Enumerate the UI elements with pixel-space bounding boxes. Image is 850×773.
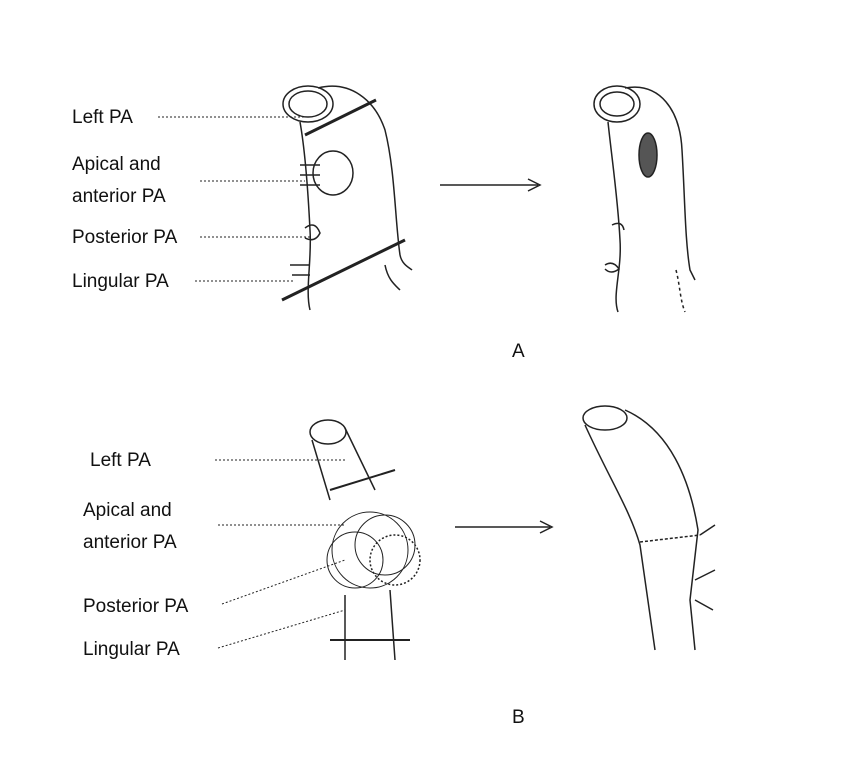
panel-a-vessel-before: [281, 85, 413, 311]
panel-a-vessel-after: [593, 85, 696, 313]
panel-b-label-apical-2: anterior PA: [83, 532, 177, 553]
panel-a-leader-lines: [158, 116, 310, 282]
panel-b-label-left-pa: Left PA: [90, 450, 151, 471]
panel-b-label-lingular-pa: Lingular PA: [83, 639, 180, 660]
panel-a-caption: A: [512, 341, 525, 362]
panel-b-vessel-before: [309, 419, 421, 661]
panel-b-caption: B: [512, 707, 525, 728]
panel-a-label-posterior-pa: Posterior PA: [72, 227, 178, 248]
panel-b-label-apical-1: Apical and: [83, 500, 172, 521]
panel-a-label-lingular-pa: Lingular PA: [72, 271, 169, 292]
panel-b-leader-lines: [215, 459, 346, 649]
panel-b-arrow: [455, 520, 554, 534]
panel-b-vessel-after: [582, 405, 716, 651]
panel-a-arrow: [440, 178, 542, 192]
panel-a-label-apical-2: anterior PA: [72, 186, 166, 207]
panel-b-label-posterior-pa: Posterior PA: [83, 596, 189, 617]
panel-a-label-left-pa: Left PA: [72, 107, 133, 128]
panel-a-label-apical-1: Apical and: [72, 154, 161, 175]
